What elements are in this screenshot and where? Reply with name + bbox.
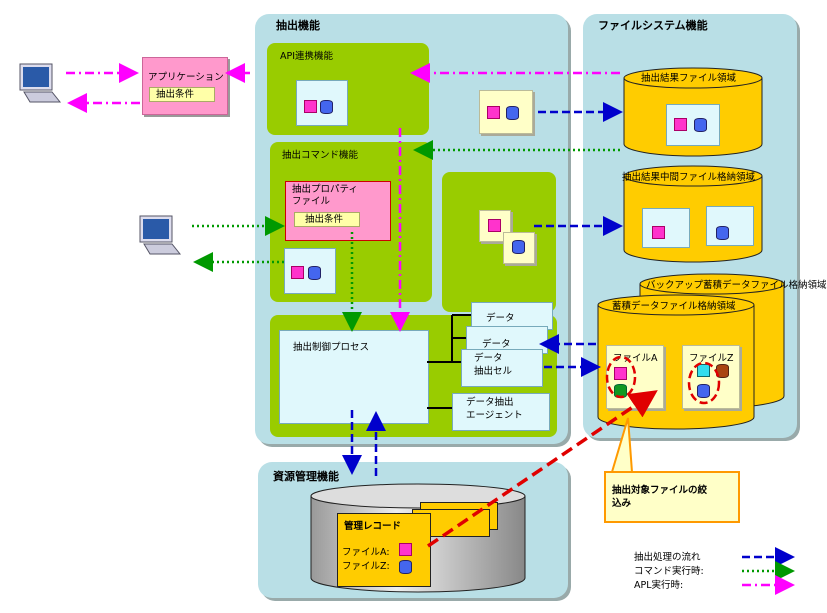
callout-text-front: 抽出対象ファイルの絞 込み — [612, 485, 708, 509]
file-z-card — [682, 345, 740, 409]
resource-panel-title: 資源管理機能 — [273, 470, 339, 483]
client-pc-icon — [19, 63, 62, 103]
api-group-title: API連携機能 — [280, 51, 334, 62]
red-highlight-arrow — [427, 390, 658, 548]
intermediate-card-2 — [706, 206, 754, 246]
data-box-1-label: データ — [486, 313, 515, 324]
data-cylinder-icon — [506, 106, 519, 120]
highlight-ring-a — [605, 355, 637, 399]
callout-box-front — [606, 473, 736, 519]
management-record — [337, 513, 431, 587]
application-label: アプリケーション — [148, 72, 224, 83]
record-file-a: ファイルA: — [342, 547, 390, 558]
data-cell-label: データ 抽出セル — [474, 353, 513, 377]
result-area-label: 抽出結果ファイル領域 — [641, 73, 737, 84]
data-cube-icon — [614, 367, 627, 380]
extract-panel-title: 抽出機能 — [276, 19, 320, 32]
api-group — [267, 43, 429, 135]
management-record-title: 管理レコード — [344, 521, 402, 532]
data-cylinder-icon — [716, 226, 729, 240]
data-cube-icon — [399, 543, 412, 556]
data-cube-icon — [488, 219, 501, 232]
legend-flow: 抽出処理の流れ — [634, 552, 701, 563]
data-cylinder-icon — [320, 100, 333, 114]
control-process — [279, 330, 429, 424]
data-cylinder-icon — [399, 560, 412, 574]
backup-area-label: バックアップ蓄積データファイル格納領域 — [646, 280, 827, 291]
data-cell-box — [461, 349, 543, 387]
data-cylinder-icon — [512, 240, 525, 254]
data-cube-icon — [652, 226, 665, 239]
data-cube-icon — [304, 100, 317, 113]
data-cylinder-icon — [697, 384, 710, 398]
file-z-label: ファイルZ — [689, 353, 734, 364]
data-cylinder-icon — [308, 266, 321, 280]
filesystem-panel-title: ファイルシステム機能 — [598, 19, 708, 32]
property-condition: 抽出条件 — [294, 212, 360, 227]
application-condition: 抽出条件 — [149, 87, 215, 102]
callout-pointer — [610, 417, 634, 473]
property-file — [285, 181, 391, 241]
agent-box — [452, 393, 550, 431]
file-a-label: ファイルA — [613, 353, 658, 364]
intermediate-card-1 — [642, 208, 690, 248]
highlight-ring-z — [687, 361, 721, 405]
cyan-cube-icon — [697, 364, 710, 377]
agent-label: データ抽出 エージェント — [466, 397, 523, 421]
record-file-z: ファイルZ: — [342, 561, 390, 572]
data-cube-icon — [291, 266, 304, 279]
storage-area-label: 蓄積データファイル格納領域 — [612, 301, 736, 312]
cell-group-top — [442, 172, 556, 312]
intermediate-area-label: 抽出結果中間ファイル格納領域 — [622, 172, 756, 183]
command-group-title: 抽出コマンド機能 — [282, 150, 359, 161]
legend-api: APL実行時: — [634, 580, 684, 591]
data-box-2-label: データ — [482, 339, 511, 350]
legend-command: コマンド実行時: — [634, 566, 704, 577]
data-cube-icon — [674, 118, 687, 131]
data-cube-icon — [487, 106, 500, 119]
data-cylinder-icon — [694, 118, 707, 132]
command-pc-icon — [139, 215, 182, 255]
control-process-label: 抽出制御プロセス — [293, 342, 370, 353]
application-box — [142, 57, 228, 115]
property-file-label: 抽出プロパティ ファイル — [292, 184, 358, 207]
